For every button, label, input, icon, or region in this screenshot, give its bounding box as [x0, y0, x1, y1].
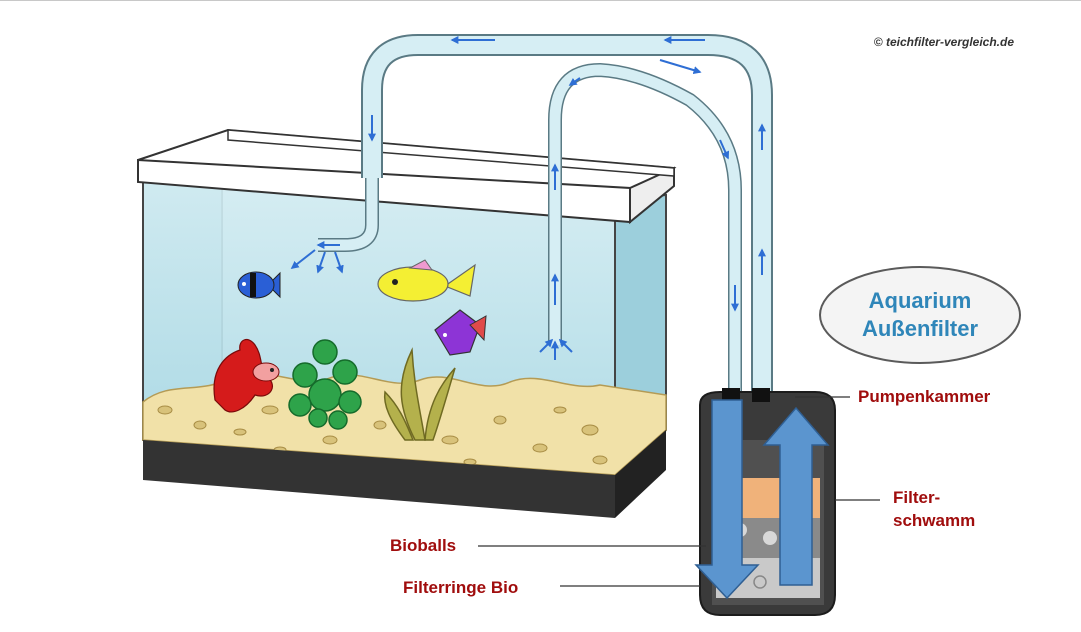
hose-connector-in — [722, 388, 740, 402]
outflow-pipe — [318, 178, 379, 252]
red-betta-fish — [213, 338, 280, 413]
bioballs-label: Bioballs — [390, 536, 456, 555]
blue-fish — [237, 271, 281, 299]
purple-angel-fish — [434, 309, 487, 356]
filter-canister — [694, 388, 836, 616]
hose-inner — [548, 62, 742, 395]
filter-sponge-label-line1: Filter- — [893, 488, 940, 507]
flow-arrows — [290, 36, 766, 360]
hose-outer — [361, 34, 773, 395]
green-coral-plant — [288, 339, 362, 430]
tank-base — [143, 440, 615, 518]
filter-rings-label: Filterringe Bio — [403, 578, 518, 597]
filter-sponge-label-line2: schwamm — [893, 511, 975, 530]
big-up-arrow — [762, 406, 830, 586]
top-divider — [0, 0, 1081, 1]
title-line2: Außenfilter — [862, 316, 979, 341]
title-bubble — [819, 266, 1021, 364]
aquarium-tank — [137, 128, 677, 518]
leader-lines — [478, 396, 880, 587]
title-line1: Aquarium — [869, 288, 972, 313]
hose-connector-out — [752, 388, 770, 402]
pump-chamber-label: Pumpenkammer — [858, 387, 991, 406]
big-down-arrow — [694, 399, 760, 600]
yellow-fish — [377, 259, 476, 302]
copyright-note: © teichfilter-vergleich.de — [874, 35, 1015, 49]
seaweed-plant — [383, 347, 456, 441]
